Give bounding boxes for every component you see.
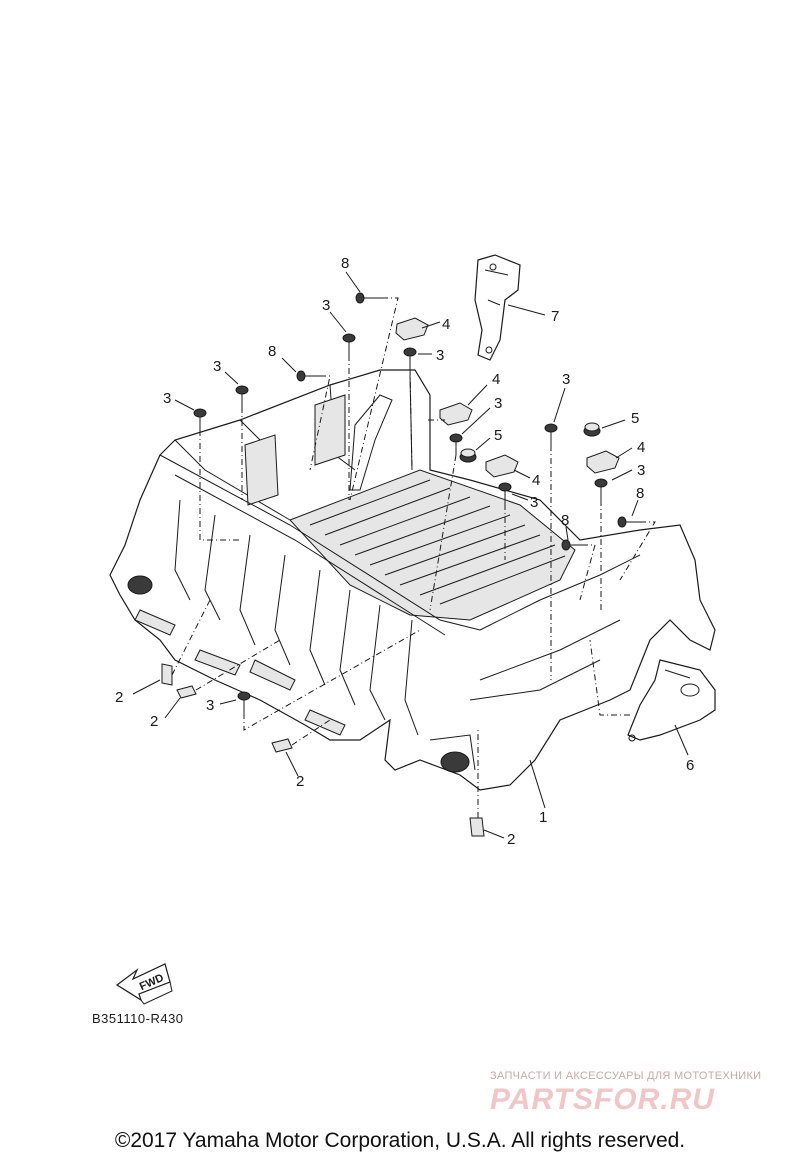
callout-8: 8 (561, 512, 569, 529)
screw-icon (561, 539, 582, 551)
screw-icon (355, 292, 382, 304)
bolt-icon (342, 333, 356, 355)
bracket-part-6 (627, 659, 716, 742)
callout-3: 3 (494, 395, 502, 412)
callout-3: 3 (206, 697, 214, 714)
callout-7: 7 (551, 308, 559, 325)
callout-3: 3 (436, 347, 444, 364)
clip-icon (469, 817, 485, 837)
callout-1: 1 (539, 809, 547, 826)
callout-3: 3 (530, 494, 538, 511)
callout-3: 3 (322, 297, 330, 314)
cap-icon (485, 454, 519, 478)
watermark-brand: PARTSFOR.RU (490, 1083, 715, 1116)
floor-ribs (309, 479, 566, 605)
callout-3: 3 (163, 390, 171, 407)
cargo-bed (109, 369, 716, 791)
grommet-icon (583, 422, 601, 437)
bolt-icon (403, 347, 417, 369)
bolt-icon (544, 423, 558, 445)
callout-5: 5 (494, 427, 502, 444)
bolt-icon (449, 433, 463, 455)
clip-icon (161, 663, 173, 686)
screw-icon (617, 516, 640, 528)
callout-3: 3 (637, 462, 645, 479)
diagram-reference-code: B351110-R430 (92, 1011, 184, 1026)
callout-8: 8 (268, 343, 276, 360)
callout-2: 2 (115, 689, 123, 706)
callouts: 8 3 4 3 7 8 3 3 4 3 3 5 5 4 4 3 3 8 8 2 … (115, 255, 694, 848)
bolt-icon (237, 691, 251, 713)
screw-icon (296, 370, 320, 382)
copyright-notice: ©2017 Yamaha Motor Corporation, U.S.A. A… (114, 1129, 686, 1152)
clip-icon (271, 738, 293, 753)
callout-4: 4 (442, 316, 450, 333)
callout-5: 5 (631, 410, 639, 427)
callout-4: 4 (492, 371, 500, 388)
bolt-icon (193, 408, 207, 430)
callout-8: 8 (636, 485, 644, 502)
grommet-icon (459, 448, 477, 463)
cap-icon (586, 450, 620, 474)
watermark-tagline: ЗАПЧАСТИ И АКСЕССУАРЫ ДЛЯ МОТОТЕХНИКИ (490, 1070, 762, 1082)
callout-4: 4 (532, 472, 540, 489)
callout-3: 3 (562, 371, 570, 388)
callout-2: 2 (507, 831, 515, 848)
fwd-arrow-icon: FWD (115, 963, 173, 1005)
callout-8: 8 (341, 255, 349, 272)
callout-2: 2 (296, 773, 304, 790)
bolt-icon (594, 478, 608, 500)
fasteners (161, 292, 640, 837)
bolt-icon (498, 482, 512, 504)
bolt-icon (235, 385, 249, 407)
cap-icon (395, 317, 429, 341)
callout-3: 3 (213, 358, 221, 375)
callout-4: 4 (637, 439, 645, 456)
callout-6: 6 (686, 757, 694, 774)
cap-icon (439, 402, 473, 426)
callout-2: 2 (150, 713, 158, 730)
clip-icon (176, 685, 197, 699)
assembly-lines (171, 297, 656, 818)
bracket-part-7 (474, 254, 521, 361)
leader-lines (132, 271, 689, 839)
